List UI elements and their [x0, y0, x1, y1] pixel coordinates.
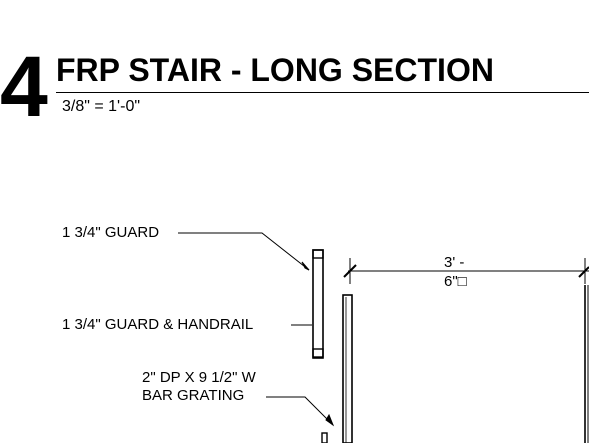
dimension-text-line2: 6"□: [444, 273, 467, 290]
handrail-post: [342, 294, 353, 443]
grating-callout-line1: 2" DP X 9 1/2" W: [142, 369, 256, 386]
dimension-text-line1: 3' -: [444, 254, 465, 271]
detail-scale: 3/8" = 1'-0": [62, 98, 141, 115]
dimension-tick-left: [343, 264, 357, 278]
detail-number: 4: [0, 39, 48, 135]
dimension-tick-right: [578, 266, 589, 278]
guard-callout: 1 3/4" GUARD: [62, 224, 160, 241]
guard-post-cap-top: [312, 249, 324, 259]
guard-handrail-callout: 1 3/4" GUARD & HANDRAIL: [62, 316, 254, 333]
grating-leader-arrow: [325, 413, 335, 427]
guard-leader-arrow: [301, 261, 310, 271]
guard-leader: [178, 232, 310, 271]
grating-bar: [321, 432, 328, 443]
grating-leader: [266, 396, 334, 426]
guard-post: [312, 249, 324, 359]
grating-callout-line2: BAR GRATING: [142, 387, 245, 404]
detail-title: FRP STAIR - LONG SECTION: [56, 52, 494, 88]
title-underline: [56, 92, 589, 93]
guard-post-cap-bottom: [312, 348, 324, 358]
